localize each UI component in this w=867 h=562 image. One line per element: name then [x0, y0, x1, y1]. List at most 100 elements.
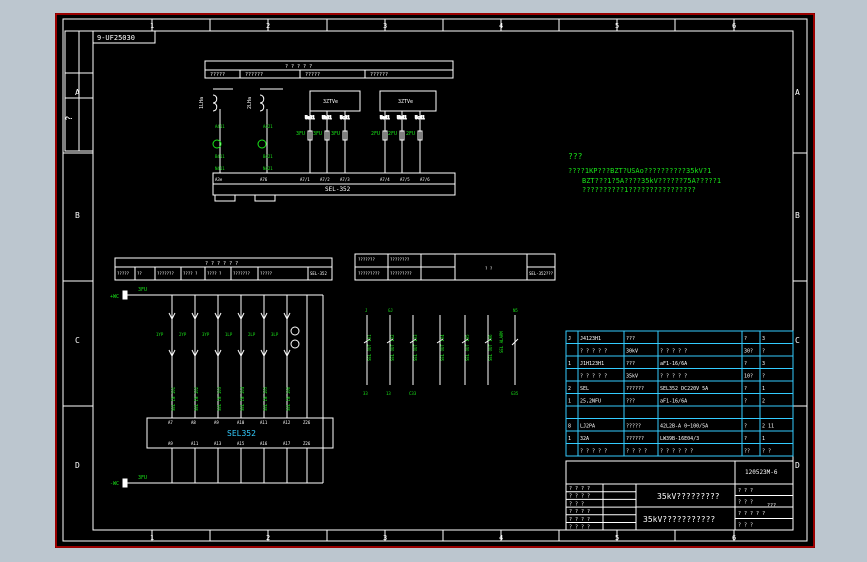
parts-cell: LW39B-16E04/3 — [660, 436, 699, 442]
dc-wire-label: SEL IN 106 — [286, 386, 291, 411]
parts-cell: LJ2PA — [580, 424, 595, 430]
contact-symbol — [237, 349, 245, 358]
mid-right-cell: ? ? — [485, 266, 493, 271]
parts-cell: ? ? — [762, 449, 771, 455]
parts-cell: ? ? ? ? ? — [660, 374, 687, 380]
grid-col-label: 3 — [383, 22, 387, 30]
top-header-cell: ????? — [210, 72, 225, 78]
parts-cell: 10? — [744, 374, 753, 380]
meter-term: Ua41 — [380, 115, 390, 120]
mid-right-cell: SEL-352??? — [529, 271, 554, 276]
wire-label: B421 — [263, 154, 273, 159]
parts-cell: J4123H1 — [580, 336, 601, 342]
parts-cell: 1 — [762, 436, 765, 442]
mid-right-cell: ????????? — [390, 271, 412, 276]
parts-cell: ? ? ? ? ? — [660, 349, 687, 355]
parts-cell: ? ? ? ? — [626, 449, 647, 455]
dc-wire-label: SEL IN 102 — [194, 386, 199, 411]
parts-cell: ? — [744, 424, 747, 430]
mid-left-cell: ???? ? — [183, 271, 198, 276]
parts-cell: ? — [744, 436, 747, 442]
parts-cell: 2 11 — [762, 424, 774, 430]
dc-fuse-bottom: 3FU — [138, 475, 147, 481]
parts-cell: ?? — [744, 449, 750, 455]
relay-lower-term: A17 — [283, 441, 291, 446]
contact-symbol — [283, 312, 291, 321]
sign-row: ? ? ? ? — [569, 509, 590, 515]
grid-row-label: B — [795, 211, 800, 220]
branch-label: 1YP — [156, 332, 164, 337]
dc-positive-bus: +WC — [110, 294, 119, 300]
contact-symbol — [237, 312, 245, 321]
contact-symbol — [191, 349, 199, 358]
output-label: SEL OUT 101 — [367, 334, 372, 361]
contact-symbol — [191, 312, 199, 321]
output-top-mark: N5 — [513, 308, 518, 313]
grid-row-label: C — [75, 336, 80, 345]
fuse-label: 2FU — [371, 131, 380, 137]
parts-cell: 3 — [762, 336, 765, 342]
relay-term: A3e — [215, 177, 223, 182]
grid-row-label: C — [795, 336, 800, 345]
contact-symbol — [214, 349, 222, 358]
parts-cell: ? ? ? ? ? ? — [660, 449, 693, 455]
top-header-cell: ????? — [305, 72, 320, 78]
sign-row: ? ? ? ? — [569, 494, 590, 500]
branch-label: 2LP — [248, 332, 256, 337]
top-header-cell: ?????? — [245, 72, 263, 78]
parts-cell: 1 — [568, 399, 571, 405]
relay-lower-term: A16 — [260, 441, 268, 446]
grid-col-label: 6 — [732, 22, 736, 30]
parts-cell: 30kV — [626, 349, 638, 355]
grid-col-label: 1 — [150, 22, 154, 30]
parts-cell: ?????? — [626, 436, 644, 442]
grid-col-label: 5 — [615, 534, 619, 542]
contact-symbol — [260, 312, 268, 321]
right-value: ??? — [767, 503, 776, 509]
sign-row: ? ? ? ? — [569, 486, 590, 492]
relay-term: A7/1 — [300, 177, 310, 182]
parts-cell: ? ? ? ? ? — [580, 449, 607, 455]
relay-term: A7/3 — [340, 177, 350, 182]
top-header-cell: ?????? — [370, 72, 388, 78]
parts-cell: ? — [744, 386, 747, 392]
branch-label: 3LP — [271, 332, 279, 337]
relay-upper-term: A10 — [237, 420, 245, 425]
title-line-2: 35kV??????????? — [643, 515, 715, 524]
grid-col-label: 6 — [732, 534, 736, 542]
right-row: ? ? ? — [738, 523, 753, 529]
mid-left-cell: SEL-352 — [310, 271, 327, 276]
parts-cell: ? — [744, 361, 747, 367]
grid-col-label: 2 — [266, 22, 270, 30]
mid-left-cell: ??????? — [157, 271, 174, 276]
wire-label: N411 — [215, 166, 225, 171]
grid-ticks — [63, 19, 807, 541]
parts-cell: ??? — [626, 399, 635, 405]
output-contact — [511, 338, 519, 346]
relay-lower-term: A9 — [168, 441, 173, 446]
right-row: ? ? ? ? ? — [738, 511, 765, 517]
drawing-number-rotated: 9-UF25030 — [97, 34, 135, 42]
parts-cell: ? ? ? ? ? — [580, 374, 607, 380]
title-drawing-no: 120523M-6 — [745, 469, 778, 476]
dc-relay-name: SEL352 — [227, 429, 256, 438]
parts-cell: ? — [744, 336, 747, 342]
parts-cell: ?????? — [626, 386, 644, 392]
right-row: ? ? ? — [738, 500, 753, 506]
relay-term: A7/6 — [420, 177, 430, 182]
grid-col-label: 3 — [383, 534, 387, 542]
note-line: BZT???1?5A????35kV??????75A?????1 — [582, 177, 721, 185]
output-contact — [436, 338, 444, 344]
output-contact — [484, 338, 492, 344]
relay-term: A76 — [260, 177, 268, 182]
grid-col-label: 5 — [615, 22, 619, 30]
title-block-rows: ? ? ? ?? ? ? ?? ? ?? ? ? ?? ? ? ?? ? ? ?… — [566, 483, 793, 531]
mid-left-cell: ?? — [137, 271, 142, 276]
note-line: ??????????1???????????????? — [582, 186, 696, 194]
relay-upper-term: A11 — [260, 420, 268, 425]
